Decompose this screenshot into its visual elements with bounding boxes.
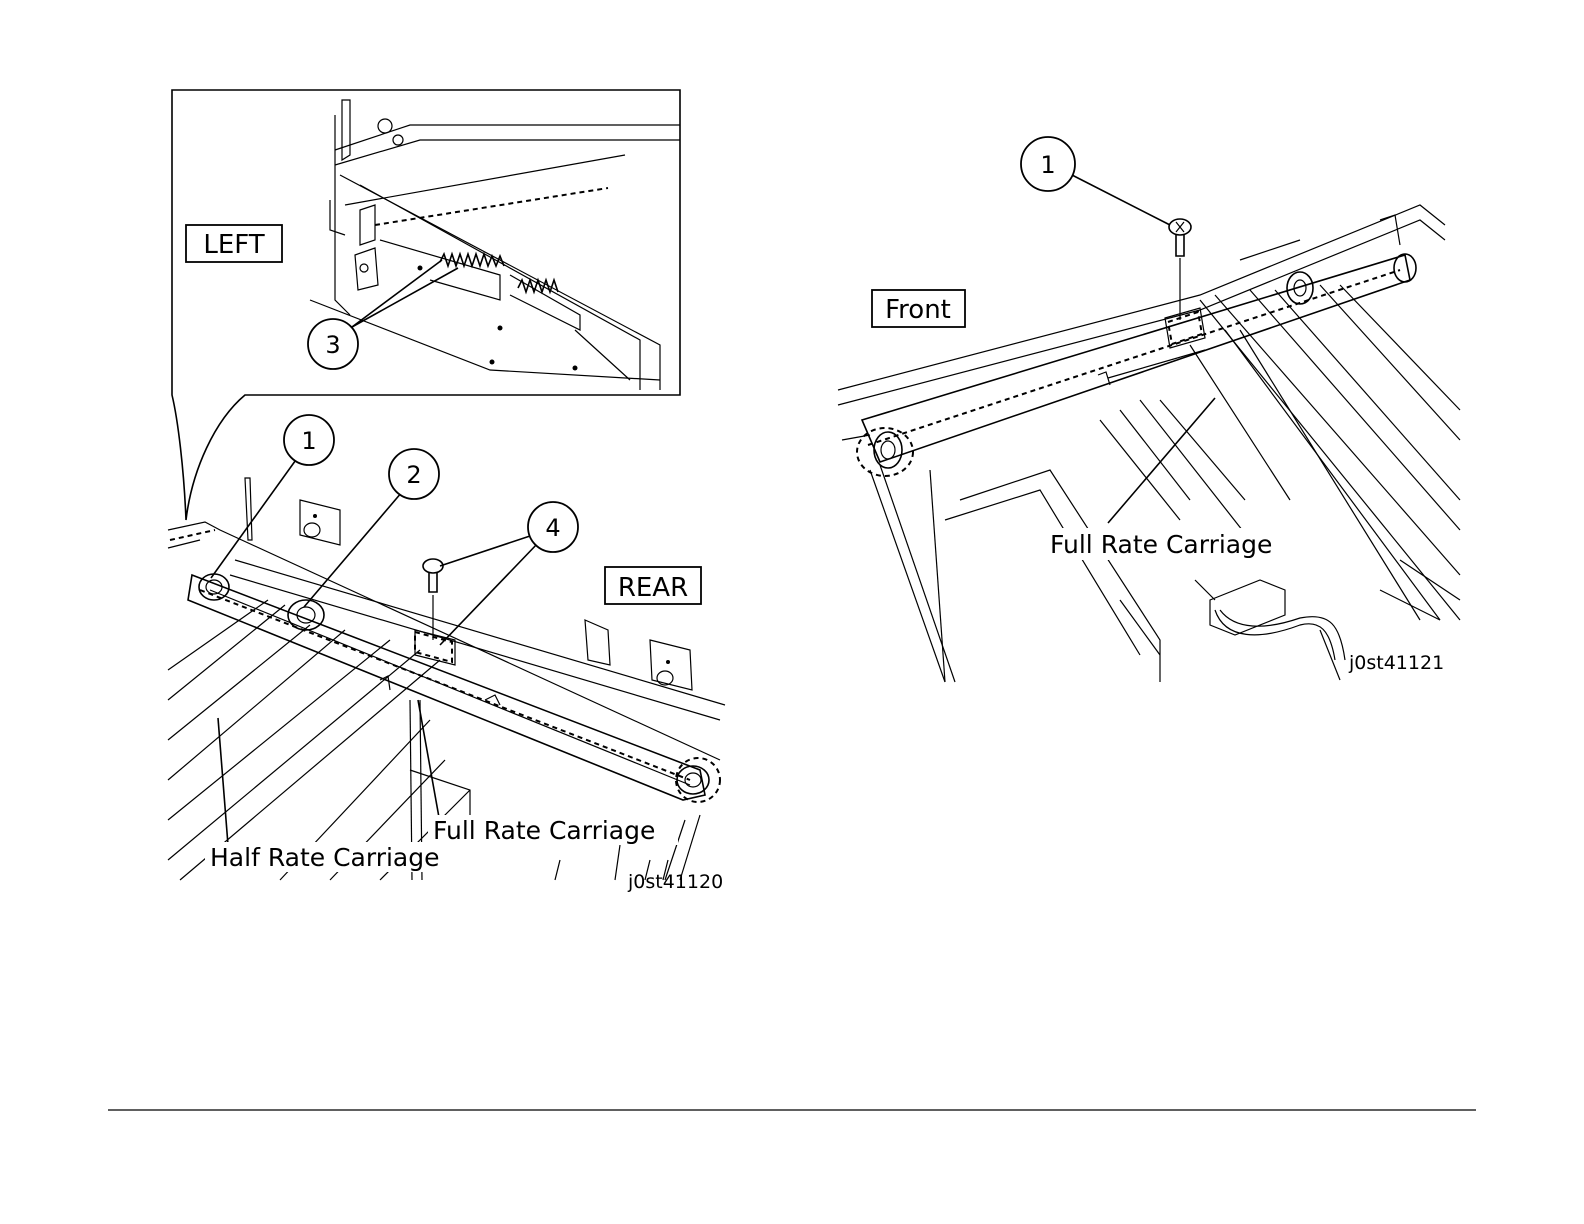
right-full-rate-label: Full Rate Carriage — [1050, 530, 1272, 559]
right-roller-mid — [1287, 272, 1313, 304]
right-callout-1: 1 — [1040, 151, 1055, 179]
right-figure: 1 Front Full Rate Carriage j0st41121 — [838, 137, 1460, 682]
left-roller-front — [676, 758, 720, 802]
inset-spring-right — [518, 280, 558, 292]
callout-2: 2 — [406, 461, 421, 489]
right-figure-id: j0st41121 — [1348, 652, 1444, 674]
callout-1: 1 — [301, 427, 316, 455]
callout-4: 4 — [545, 514, 560, 542]
callout-3: 3 — [325, 331, 340, 359]
left-tag: LEFT — [203, 230, 264, 260]
right-sensor — [1195, 580, 1345, 680]
left-main-drawing: 1 2 4 REAR Full Rate Carriage Half Rate … — [168, 415, 725, 893]
left-screw — [423, 559, 443, 640]
left-figure-id: j0st41120 — [627, 871, 723, 893]
right-roller-left — [857, 428, 913, 476]
inset-spring-left — [440, 254, 504, 266]
left-half-rate-label: Half Rate Carriage — [210, 843, 440, 872]
rear-tag: REAR — [618, 573, 688, 603]
left-figure: LEFT 3 — [168, 90, 725, 893]
front-tag: Front — [885, 295, 951, 325]
left-full-rate-label: Full Rate Carriage — [433, 816, 655, 845]
right-screw — [1169, 219, 1191, 320]
